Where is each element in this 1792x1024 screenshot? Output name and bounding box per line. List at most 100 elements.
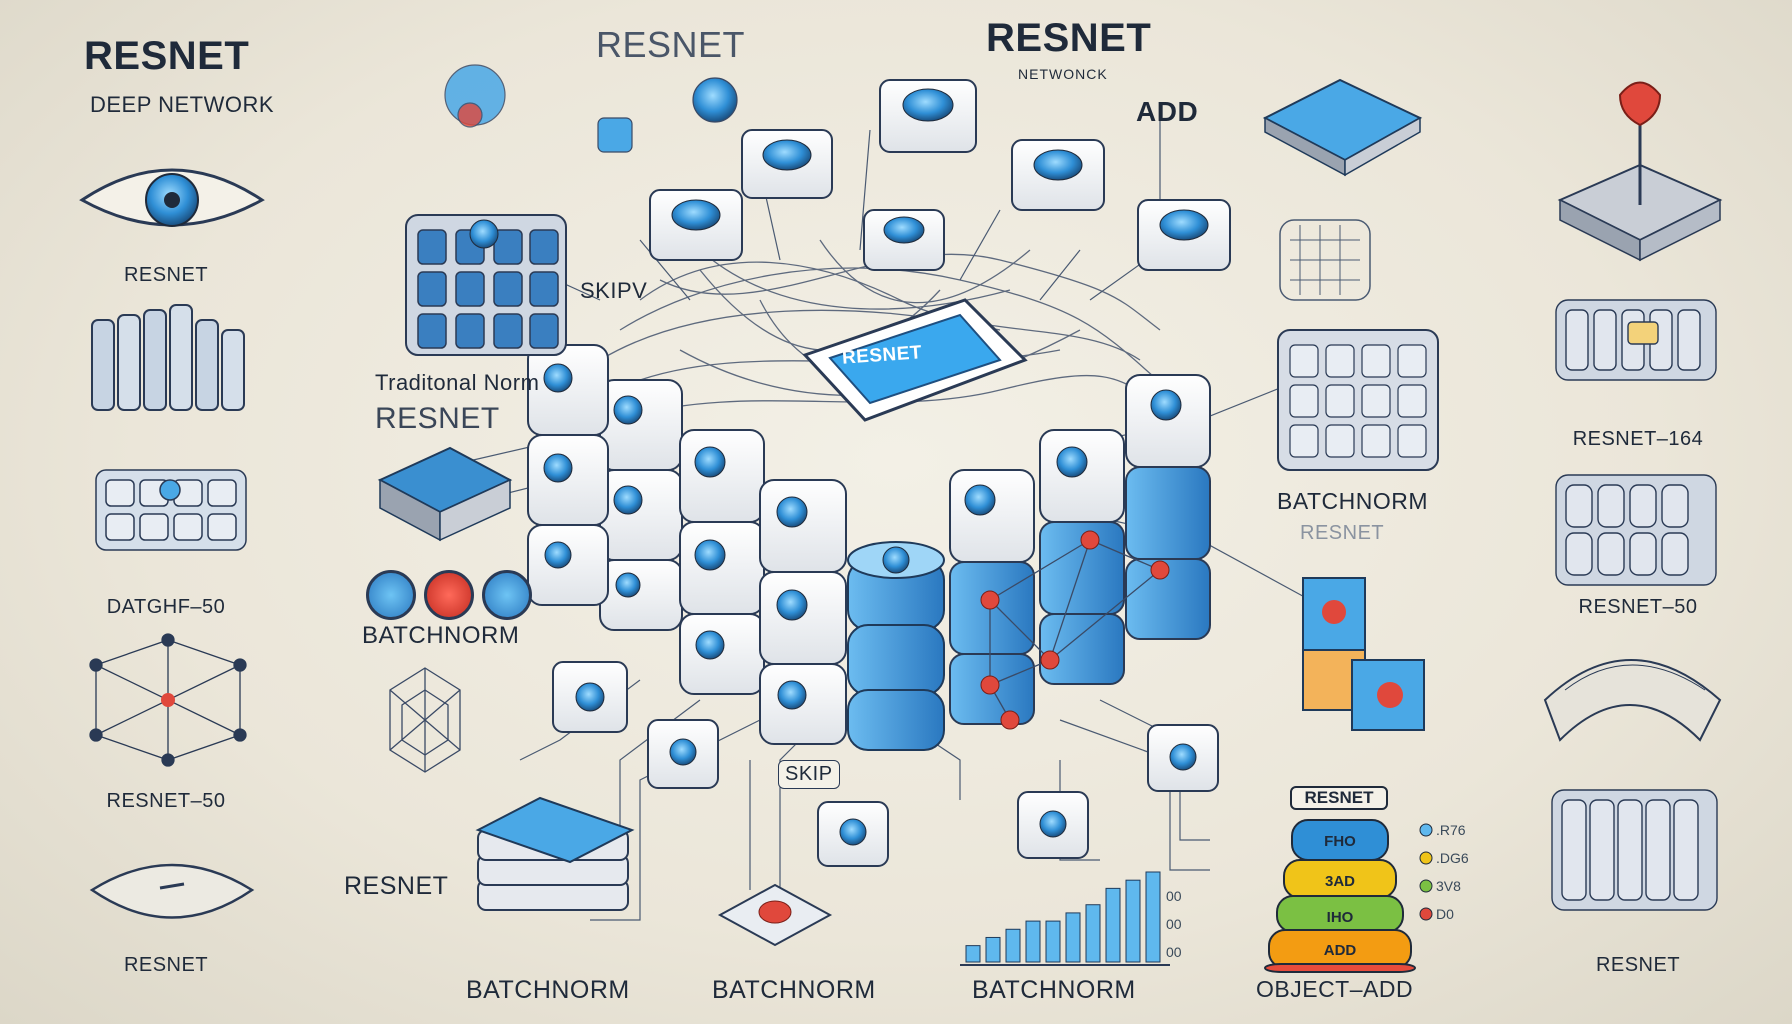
top-left-doodles bbox=[444, 64, 738, 153]
central-cube-stack bbox=[527, 344, 1211, 751]
pyramid-layer-label: 3AD bbox=[1324, 873, 1355, 890]
peripheral-nodes bbox=[377, 64, 1439, 947]
chart-bar bbox=[1025, 920, 1041, 963]
bottom-label-object-add: OBJECT–ADD bbox=[1256, 976, 1414, 1002]
red-circle-button[interactable] bbox=[424, 570, 474, 620]
cube-column bbox=[527, 344, 609, 606]
graph-network-icon bbox=[89, 633, 247, 767]
blue-circle-button[interactable] bbox=[366, 570, 416, 620]
chart-bar bbox=[1105, 887, 1121, 963]
top-label-add: ADD bbox=[1136, 96, 1199, 127]
pin-platform-icon bbox=[1557, 81, 1723, 262]
pyramid-side-tag: .R76 bbox=[1436, 822, 1466, 838]
top-node bbox=[649, 189, 743, 261]
bottom-label-batchnorm: BATCHNORM bbox=[712, 976, 876, 1004]
label-batchnorm-right: BATCHNORM bbox=[1277, 488, 1429, 514]
chart-bar bbox=[1085, 904, 1101, 963]
left-sidebar-label: RESNET bbox=[123, 954, 209, 976]
chart-side-tick: 00 bbox=[1166, 888, 1182, 904]
cylinder-grid-icon bbox=[1555, 299, 1717, 381]
central-chip bbox=[802, 298, 1028, 422]
top-node bbox=[1137, 199, 1231, 271]
small-cube bbox=[1017, 791, 1089, 859]
layer-stack-icon bbox=[91, 304, 245, 411]
cube-column bbox=[759, 479, 847, 745]
chart-side-tick: 00 bbox=[1166, 944, 1182, 960]
node-graph bbox=[980, 530, 1170, 730]
blue-circle-button[interactable] bbox=[482, 570, 532, 620]
label-batchnorm-left: BATCHNORM bbox=[362, 622, 520, 649]
chart-bar bbox=[985, 936, 1001, 963]
blue-tile-node bbox=[377, 446, 513, 542]
blue-panel-node bbox=[1262, 78, 1423, 177]
lens-icon bbox=[89, 863, 255, 919]
top-node bbox=[741, 129, 833, 199]
label-skipv: SKIPV bbox=[580, 278, 648, 303]
tablet-stack bbox=[475, 796, 635, 911]
top-label-networck: NETWONCK bbox=[1018, 66, 1108, 82]
bottom-label-batchnorm: BATCHNORM bbox=[972, 976, 1136, 1004]
pyramid-layer-label: FHO bbox=[1324, 833, 1356, 850]
bar-chart bbox=[960, 871, 1170, 966]
cylinder-grid-icon bbox=[1555, 474, 1717, 586]
pyramid-layer bbox=[1264, 963, 1416, 973]
small-cube bbox=[817, 801, 889, 867]
chart-bar bbox=[1125, 879, 1141, 963]
pyramid-layer-label: ADD bbox=[1323, 942, 1357, 959]
left-sidebar-label: DATGHF–50 bbox=[106, 596, 226, 618]
chart-bar bbox=[965, 945, 981, 963]
small-cube bbox=[1147, 724, 1219, 792]
block-grid-icon bbox=[95, 469, 247, 551]
right-sidebar-icons bbox=[1543, 81, 1723, 911]
right-sidebar-label: RESNET–50 bbox=[1578, 596, 1698, 618]
page-subtitle: DEEP NETWORK bbox=[90, 92, 275, 117]
chart-bar bbox=[1045, 920, 1061, 963]
top-node bbox=[879, 79, 977, 153]
small-cube bbox=[552, 661, 628, 733]
pyramid-dot bbox=[1419, 907, 1433, 921]
left-sidebar-label: RESNET–50 bbox=[106, 790, 226, 812]
wire-grid-node bbox=[1279, 219, 1371, 301]
label-skip: SKIP bbox=[778, 760, 840, 789]
cube-column bbox=[1039, 429, 1125, 685]
left-sidebar-icons bbox=[79, 168, 265, 919]
right-cube-cluster bbox=[1277, 329, 1439, 471]
stack-pyramid bbox=[1264, 819, 1433, 973]
pyramid-layer-label: IHO bbox=[1326, 909, 1354, 926]
small-cube bbox=[647, 719, 719, 789]
pyramid-header: RESNET bbox=[1290, 786, 1388, 810]
curved-sheet-icon bbox=[1543, 659, 1722, 742]
top-node bbox=[863, 209, 945, 271]
page-title: RESNET bbox=[84, 34, 250, 78]
chart-bar bbox=[1145, 871, 1161, 963]
left-sidebar-label: RESNET bbox=[123, 264, 209, 286]
chart-bar bbox=[1005, 928, 1021, 963]
bottom-label-resnet: RESNET bbox=[344, 872, 449, 900]
left-cube-cluster bbox=[405, 214, 567, 356]
cube-column bbox=[679, 429, 765, 695]
red-button-pad bbox=[717, 883, 833, 947]
cylinder-cube-icon bbox=[1551, 789, 1718, 911]
pyramid-dot bbox=[1419, 851, 1433, 865]
cube-column bbox=[599, 379, 683, 631]
chart-side-tick: 00 bbox=[1166, 916, 1182, 932]
right-sidebar-label: RESNET–164 bbox=[1572, 428, 1704, 450]
pyramid-side-tag: .DG6 bbox=[1436, 850, 1469, 866]
blue-cylinder-column bbox=[847, 541, 945, 751]
top-label-resnet-b: RESNET bbox=[986, 16, 1152, 60]
wireframe-crystal bbox=[389, 667, 461, 773]
label-resnet-left: RESNET bbox=[375, 402, 500, 435]
bottom-label-batchnorm: BATCHNORM bbox=[466, 976, 630, 1004]
color-block-cluster bbox=[1302, 577, 1425, 731]
pyramid-side-tag: 3V8 bbox=[1436, 878, 1461, 894]
label-traditional-norm: Traditonal Norm bbox=[375, 370, 540, 395]
pyramid-dot bbox=[1419, 823, 1433, 837]
cube-column bbox=[1125, 374, 1211, 640]
pyramid-dot bbox=[1419, 879, 1433, 893]
top-label-resnet-a: RESNET bbox=[596, 24, 746, 65]
right-sidebar-label: RESNET bbox=[1595, 954, 1681, 976]
chart-bar bbox=[1065, 912, 1081, 963]
top-node bbox=[1011, 139, 1105, 211]
pyramid-side-tag: D0 bbox=[1436, 906, 1454, 922]
